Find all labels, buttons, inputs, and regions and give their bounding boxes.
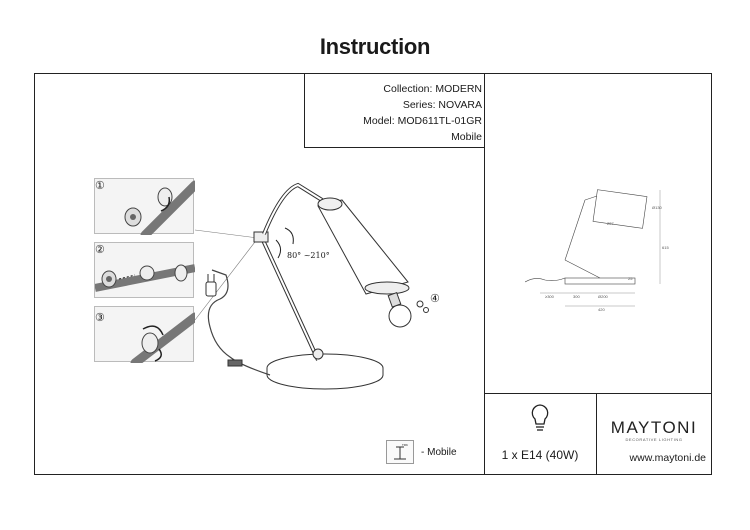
footer-divider (596, 393, 597, 475)
step-2-illustration (94, 264, 196, 292)
legend-icon-caption: TRK (402, 443, 408, 447)
dimension-drawing (525, 189, 661, 307)
dimension-label-3: 615 (662, 245, 669, 250)
bulb-spec-label: 1 x E14 (40W) (501, 448, 579, 462)
step-number-3: ③ (95, 311, 105, 324)
step-3-illustration (130, 312, 200, 368)
series-label: Series: NOVARA (402, 99, 482, 111)
model-label: Model: MOD611TL-01GR (363, 115, 482, 127)
dimension-label-6: Ø200 (598, 294, 608, 299)
frame-divider-vertical (484, 73, 485, 475)
dimension-label-2: Ø130 (652, 205, 662, 210)
dimension-label-1: 227 (607, 221, 614, 226)
dimension-label-8: 420 (598, 307, 605, 312)
lamp-illustration (194, 182, 429, 390)
step-panel-3 (94, 306, 200, 368)
product-info-box (304, 73, 484, 148)
mobile-legend-icon: TRK (386, 440, 414, 464)
brand-logo: MAYTONI (610, 418, 698, 437)
tilt-angle-label: 80° ~210° (287, 251, 330, 260)
step-number-2: ② (95, 243, 105, 256)
step-number-4: ④ (430, 292, 440, 305)
brand-tagline: DECORATIVE LIGHTING (625, 437, 683, 442)
step-panel-2 (94, 242, 196, 298)
bulb-icon (531, 404, 549, 431)
dimension-label-4: ≥300 (545, 294, 554, 299)
step-number-1: ① (95, 179, 105, 192)
dimension-label-5: 300 (573, 294, 580, 299)
frame-divider-horizontal (484, 393, 712, 394)
step-1-illustration (124, 180, 200, 240)
dimension-label-7: 25 (628, 276, 633, 281)
page-title: Instruction (319, 34, 431, 59)
type-label: Mobile (451, 131, 482, 143)
drawing-frame (34, 73, 712, 475)
step-panel-1 (94, 178, 200, 240)
website-link[interactable]: www.maytoni.de (629, 452, 706, 464)
collection-label: Collection: MODERN (383, 83, 482, 95)
mobile-legend-label: - Mobile (421, 447, 457, 458)
